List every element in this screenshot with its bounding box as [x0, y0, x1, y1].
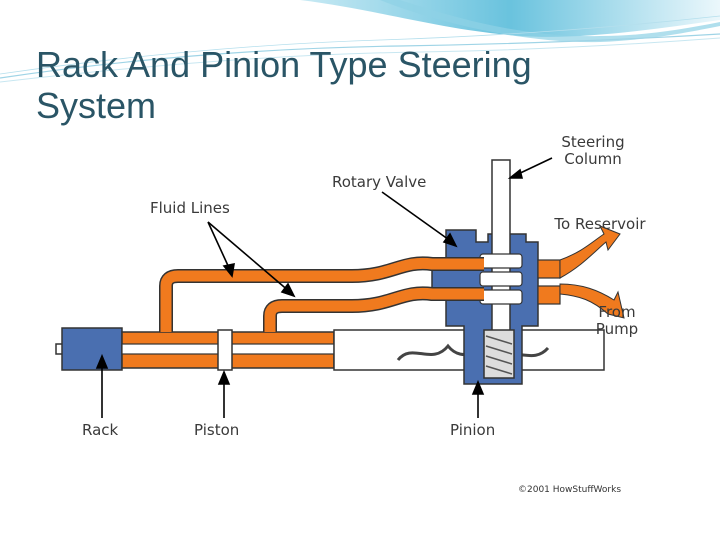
label-rack: Rack: [82, 421, 119, 439]
label-pinion: Pinion: [450, 421, 496, 439]
rotary-valve-spool-1: [479, 253, 523, 269]
label-rotary-valve: Rotary Valve: [332, 173, 427, 191]
pump-port: [537, 285, 561, 305]
steering-diagram-drawing: [55, 157, 625, 418]
slide-title: Rack And Pinion Type Steering System: [36, 44, 532, 126]
label-from-pump-text: From Pump: [595, 303, 639, 338]
label-piston: Piston: [194, 421, 240, 439]
steering-diagram: Steering Column Rotary Valve Fluid Lines…: [52, 130, 652, 502]
fluid-line-upper-fill: [160, 257, 484, 332]
reservoir-port: [537, 259, 561, 279]
to-reservoir-arrow: [559, 225, 621, 279]
from-pump-arrow: [559, 283, 625, 319]
pinion-teeth: [485, 335, 513, 375]
rack-left-fitting: [61, 327, 123, 371]
copyright-notice: ©2001 HowStuffWorks: [518, 485, 622, 495]
label-steering-column: Steering Column: [548, 134, 638, 168]
rotary-valve-spool-3: [479, 289, 523, 305]
label-from-pump: From Pump: [582, 304, 652, 338]
label-to-reservoir-text: To Reservoir: [554, 215, 646, 233]
piston-body: [217, 329, 233, 371]
rotary-valve-spool-2: [479, 271, 523, 287]
header-wave-decoration: [0, 0, 720, 83]
label-steering-column-text: Steering Column: [561, 133, 625, 168]
label-to-reservoir: To Reservoir: [552, 216, 648, 233]
label-fluid-lines: Fluid Lines: [150, 199, 230, 217]
fluid-line-lower-fill: [264, 287, 484, 332]
